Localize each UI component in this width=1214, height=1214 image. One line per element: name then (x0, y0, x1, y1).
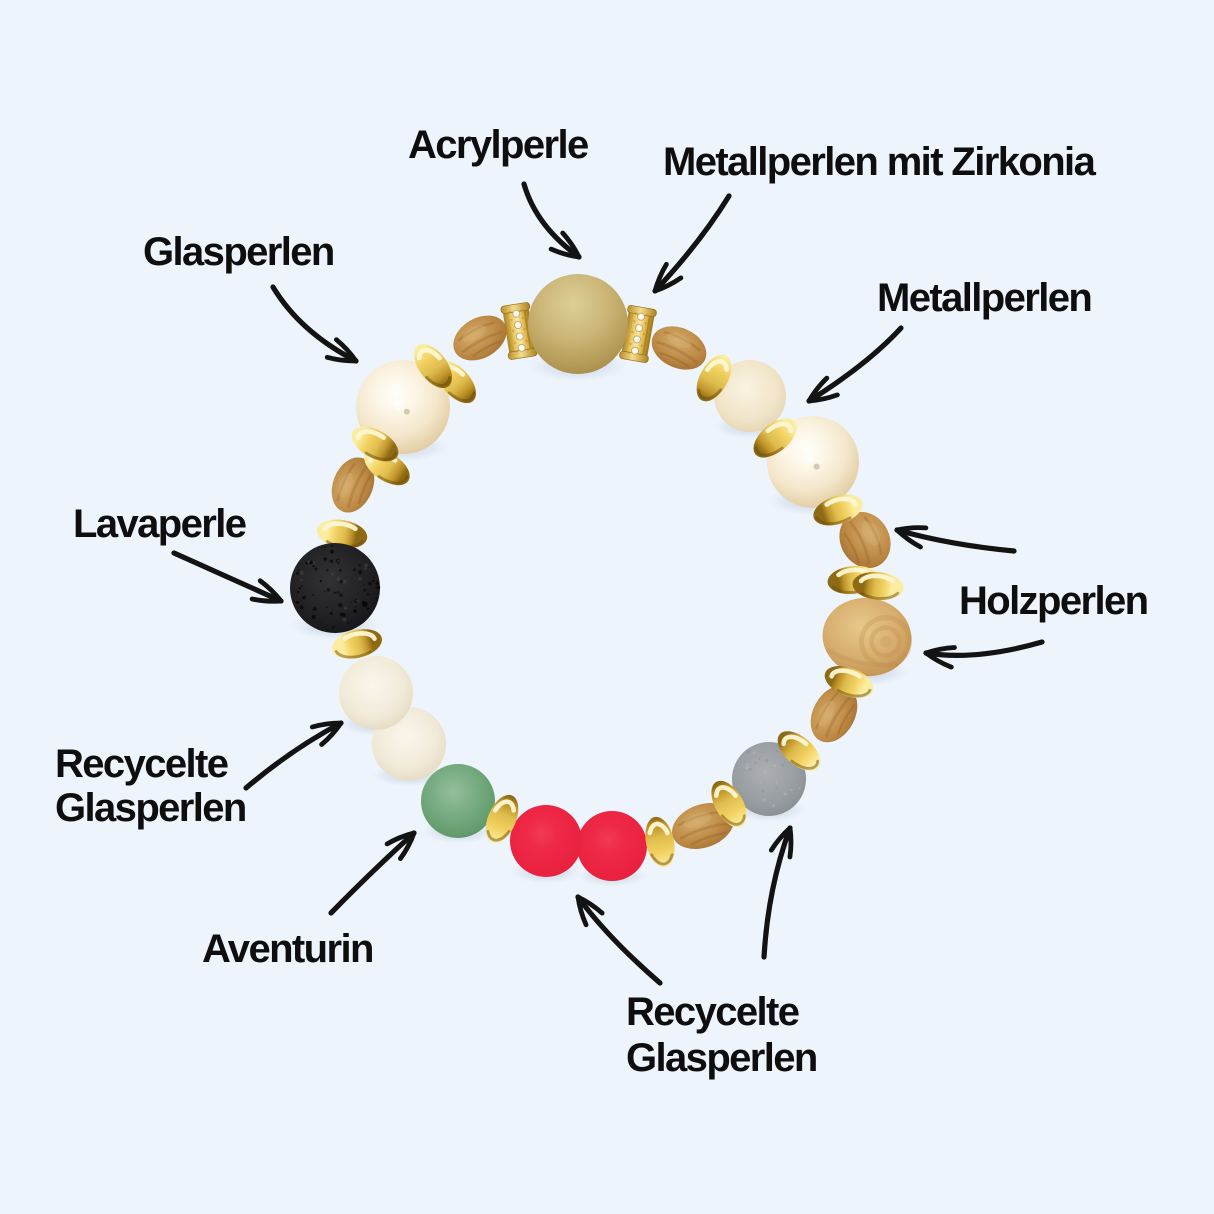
svg-text:Glasperlen: Glasperlen (626, 1036, 817, 1080)
svg-text:Aventurin: Aventurin (202, 927, 373, 971)
svg-text:Recycelte: Recycelte (55, 742, 228, 786)
svg-text:Holzperlen: Holzperlen (959, 579, 1147, 623)
svg-text:Glasperlen: Glasperlen (143, 230, 334, 274)
svg-text:Lavaperle: Lavaperle (73, 502, 246, 546)
svg-text:Metallperlen: Metallperlen (877, 276, 1091, 320)
svg-text:Glasperlen: Glasperlen (55, 786, 246, 830)
svg-text:Recycelte: Recycelte (626, 990, 799, 1034)
svg-text:Metallperlen mit Zirkonia: Metallperlen mit Zirkonia (663, 140, 1097, 184)
svg-text:Acrylperle: Acrylperle (408, 123, 588, 167)
